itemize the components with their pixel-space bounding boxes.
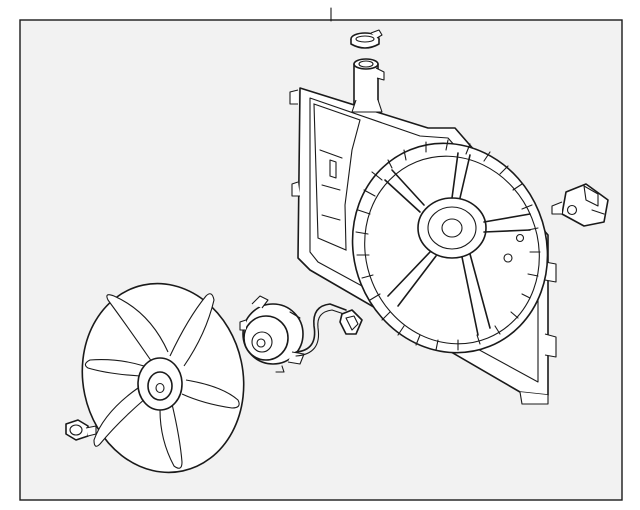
hose-clamp	[350, 29, 383, 49]
retaining-nut	[65, 419, 97, 441]
fan-motor	[239, 295, 305, 373]
resistor-connector	[551, 183, 609, 227]
filler-neck	[351, 58, 385, 113]
fan-shroud	[289, 87, 557, 405]
cooling-fan-blade	[81, 282, 245, 474]
wiring-connector	[295, 303, 363, 357]
